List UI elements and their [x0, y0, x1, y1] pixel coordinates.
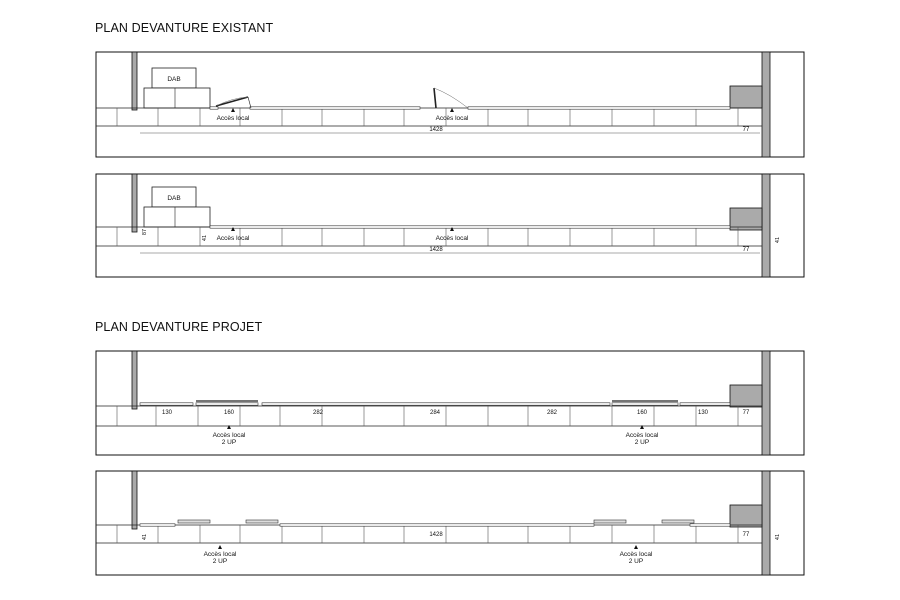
dimension-total-1: 1428	[429, 127, 443, 133]
plan-frame-2	[95, 173, 805, 278]
dab-base-2	[143, 206, 211, 228]
access-label-1a: Accès local	[217, 115, 250, 122]
dimension-segment-3-3: 284	[430, 410, 441, 416]
dimension-total-2: 1428	[429, 247, 443, 253]
access-marker-2b	[450, 227, 454, 231]
plan-frame-4	[95, 470, 805, 576]
glazing-panel-3-1	[195, 402, 259, 406]
glazing-panel-1-1	[249, 106, 421, 110]
dimension-right-1: 77	[743, 127, 750, 133]
plan-title-existing: PLAN DEVANTURE EXISTANT	[95, 21, 274, 35]
access-label-2a: Accès local	[217, 235, 250, 242]
dimension-segment-3-1: 160	[224, 410, 235, 416]
glazing-panel-4-0	[139, 523, 176, 527]
dimension-segment-3-5: 160	[637, 410, 648, 416]
dimension-segment-3-7: 77	[743, 410, 750, 416]
right-wall-2	[761, 173, 771, 278]
access-label-4b-0: Accès local	[620, 551, 653, 558]
sliding-leaf-4b	[245, 519, 279, 524]
access-label-3b-0: Accès local	[626, 432, 659, 439]
plan-frame-1	[95, 51, 805, 158]
dimension-depth-right-4: 41	[775, 534, 781, 540]
dimension-segment-3-4: 282	[547, 410, 558, 416]
access-marker-4b	[634, 545, 638, 549]
dimension-depth-mid-2: 41	[202, 235, 208, 241]
glazing-panel-3-3	[611, 402, 679, 406]
glazing-panel-3-4	[679, 402, 731, 406]
access-label-3a-1: 2 UP	[222, 439, 236, 446]
plan-title-project: PLAN DEVANTURE PROJET	[95, 320, 263, 334]
access-label-3b-1: 2 UP	[635, 439, 649, 446]
right-pilaster-1	[729, 85, 763, 109]
access-label-4b-1: 2 UP	[629, 558, 643, 565]
right-pilaster-3	[729, 384, 763, 408]
dimension-right-2: 77	[743, 247, 750, 253]
glazing-panel-3-2	[261, 402, 611, 406]
right-wall-4	[761, 470, 771, 576]
dimension-segment-3-2: 282	[313, 410, 324, 416]
sliding-leaf-4d	[661, 519, 695, 524]
glazing-panel-1-0	[209, 106, 219, 110]
dab-label-2: DAB	[167, 195, 180, 202]
right-pilaster-2	[729, 207, 763, 231]
door-leaf-left-1	[215, 96, 249, 107]
left-pillar-1	[131, 51, 138, 111]
right-pilaster-4	[729, 504, 763, 528]
right-wall-3	[761, 350, 771, 456]
access-label-4a-1: 2 UP	[213, 558, 227, 565]
access-marker-1a	[231, 108, 235, 112]
dimension-total-4: 1428	[429, 532, 443, 538]
door-leaf-edge-1	[247, 96, 252, 109]
glazing-panel-4-2	[689, 523, 731, 527]
sliding-leaf-4c	[593, 519, 627, 524]
dimension-segment-3-0: 130	[162, 410, 173, 416]
door-swing-arc-2	[433, 87, 469, 109]
right-wall-1	[761, 51, 771, 158]
access-label-2b: Accès local	[436, 235, 469, 242]
glazing-panel-2-0	[209, 225, 731, 229]
dimension-segment-3-6: 130	[698, 410, 709, 416]
access-marker-2a	[231, 227, 235, 231]
dimension-right-4: 77	[743, 532, 750, 538]
dimension-depth-left-4: 41	[142, 534, 148, 540]
door-leaf-center-1	[433, 87, 437, 109]
access-marker-4a	[218, 545, 222, 549]
glazing-panel-3-0	[139, 402, 194, 406]
dab-base-1	[143, 87, 211, 109]
access-label-4a-0: Accès local	[204, 551, 237, 558]
access-label-1b: Accès local	[436, 115, 469, 122]
left-pillar-2	[131, 173, 138, 233]
left-pillar-3	[131, 350, 138, 410]
sliding-leaf-4a	[177, 519, 211, 524]
access-marker-3a	[227, 425, 231, 429]
door-swing-arc-1	[215, 96, 249, 107]
glazing-panel-1-2	[467, 106, 731, 110]
access-marker-3b	[640, 425, 644, 429]
dimension-depth-right-2: 41	[775, 237, 781, 243]
dimension-depth-left-2: 87	[142, 229, 148, 235]
glazing-panel-4-1	[279, 523, 595, 527]
dab-label-1: DAB	[167, 76, 180, 83]
plan-frame-3	[95, 350, 805, 456]
access-marker-1b	[450, 108, 454, 112]
access-label-3a-0: Accès local	[213, 432, 246, 439]
left-pillar-4	[131, 470, 138, 530]
